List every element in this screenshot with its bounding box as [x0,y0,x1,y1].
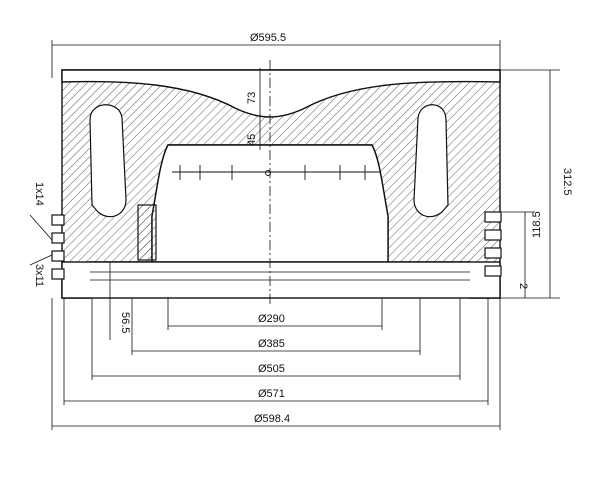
ring-grooves-right [484,211,502,277]
dim-crown-thickness-label: 73 [246,92,258,104]
cooling-gallery-left [89,104,127,218]
dim-bowl-depth-label: 45 [246,134,258,146]
dim-d290-label: Ø290 [258,313,285,325]
dim-pin-offset-label: 56.5 [119,312,131,333]
dim-d385-label: Ø385 [258,338,285,350]
dim-top-width-label: Ø595.5 [250,32,286,44]
top-ring-spec-label: 1x14 [33,182,45,206]
dim-top-width [51,40,501,78]
dim-d505-label: Ø505 [258,363,285,375]
dim-d598-label: Ø598.4 [254,413,290,425]
dim-ring-gap-label: 2 [517,283,529,289]
bolt-circle-marks [172,165,380,180]
dim-d571-label: Ø571 [258,388,285,400]
ring-grooves-left [51,214,65,280]
combustion-bowl [61,69,501,118]
dim-total-height-label: 312.5 [561,168,573,196]
pin-boss [137,204,157,261]
lower-ring-spec-label: 3x11 [33,264,45,287]
cooling-gallery-right [413,104,449,218]
dim-ring-zone-label: 118.5 [531,211,543,238]
diameter-dims [51,298,501,430]
